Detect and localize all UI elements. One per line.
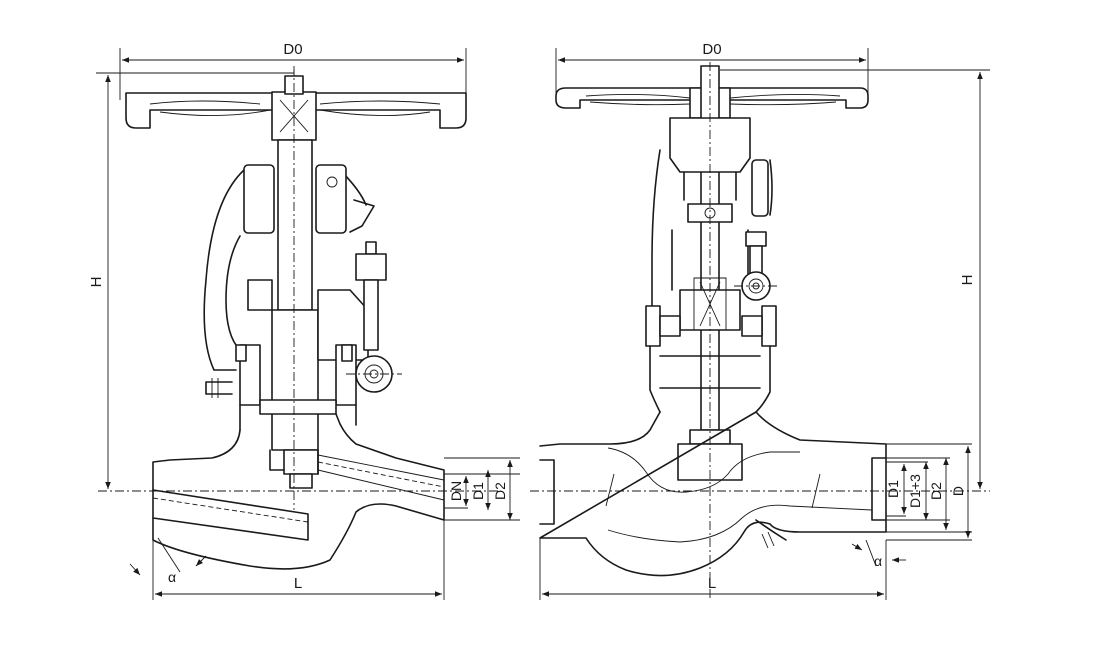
left-stem [271,139,319,489]
right-dimensions [539,48,990,600]
left-alpha-label: α [168,569,176,585]
right-d2-label: D2 [928,482,944,500]
right-dimension-labels: D0 H D1 D1+3 D2 D L α [702,41,976,592]
right-body [539,411,887,577]
left-handwheel [125,70,467,141]
left-eyebolt [346,241,402,393]
left-d1-label: D1 [470,482,486,500]
left-yoke [203,164,375,371]
left-l-label: L [294,575,302,592]
left-d2-label: D2 [492,482,508,500]
left-dimensions [96,48,520,600]
right-yoke [651,117,773,331]
left-d0-label: D0 [283,41,302,58]
left-valve-view: D0 H DN D1 D2 L α [88,41,520,600]
right-eyebolt [734,231,778,301]
left-dimension-labels: D0 H DN D1 D2 L α [88,41,508,592]
right-d0-label: D0 [702,41,721,58]
right-h-label: H [959,275,976,286]
left-centerlines [98,66,500,510]
right-d1-label: D1 [885,480,901,498]
left-dn-label: DN [448,481,464,501]
right-centerlines [530,62,990,600]
left-h-label: H [88,277,105,288]
right-d1-plus-3-label: D1+3 [907,474,923,508]
right-l-label: L [708,575,716,592]
right-alpha-label: α [874,553,882,569]
right-valve-view: D0 H D1 D1+3 D2 D L α [530,41,990,600]
right-d-label: D [950,486,966,496]
